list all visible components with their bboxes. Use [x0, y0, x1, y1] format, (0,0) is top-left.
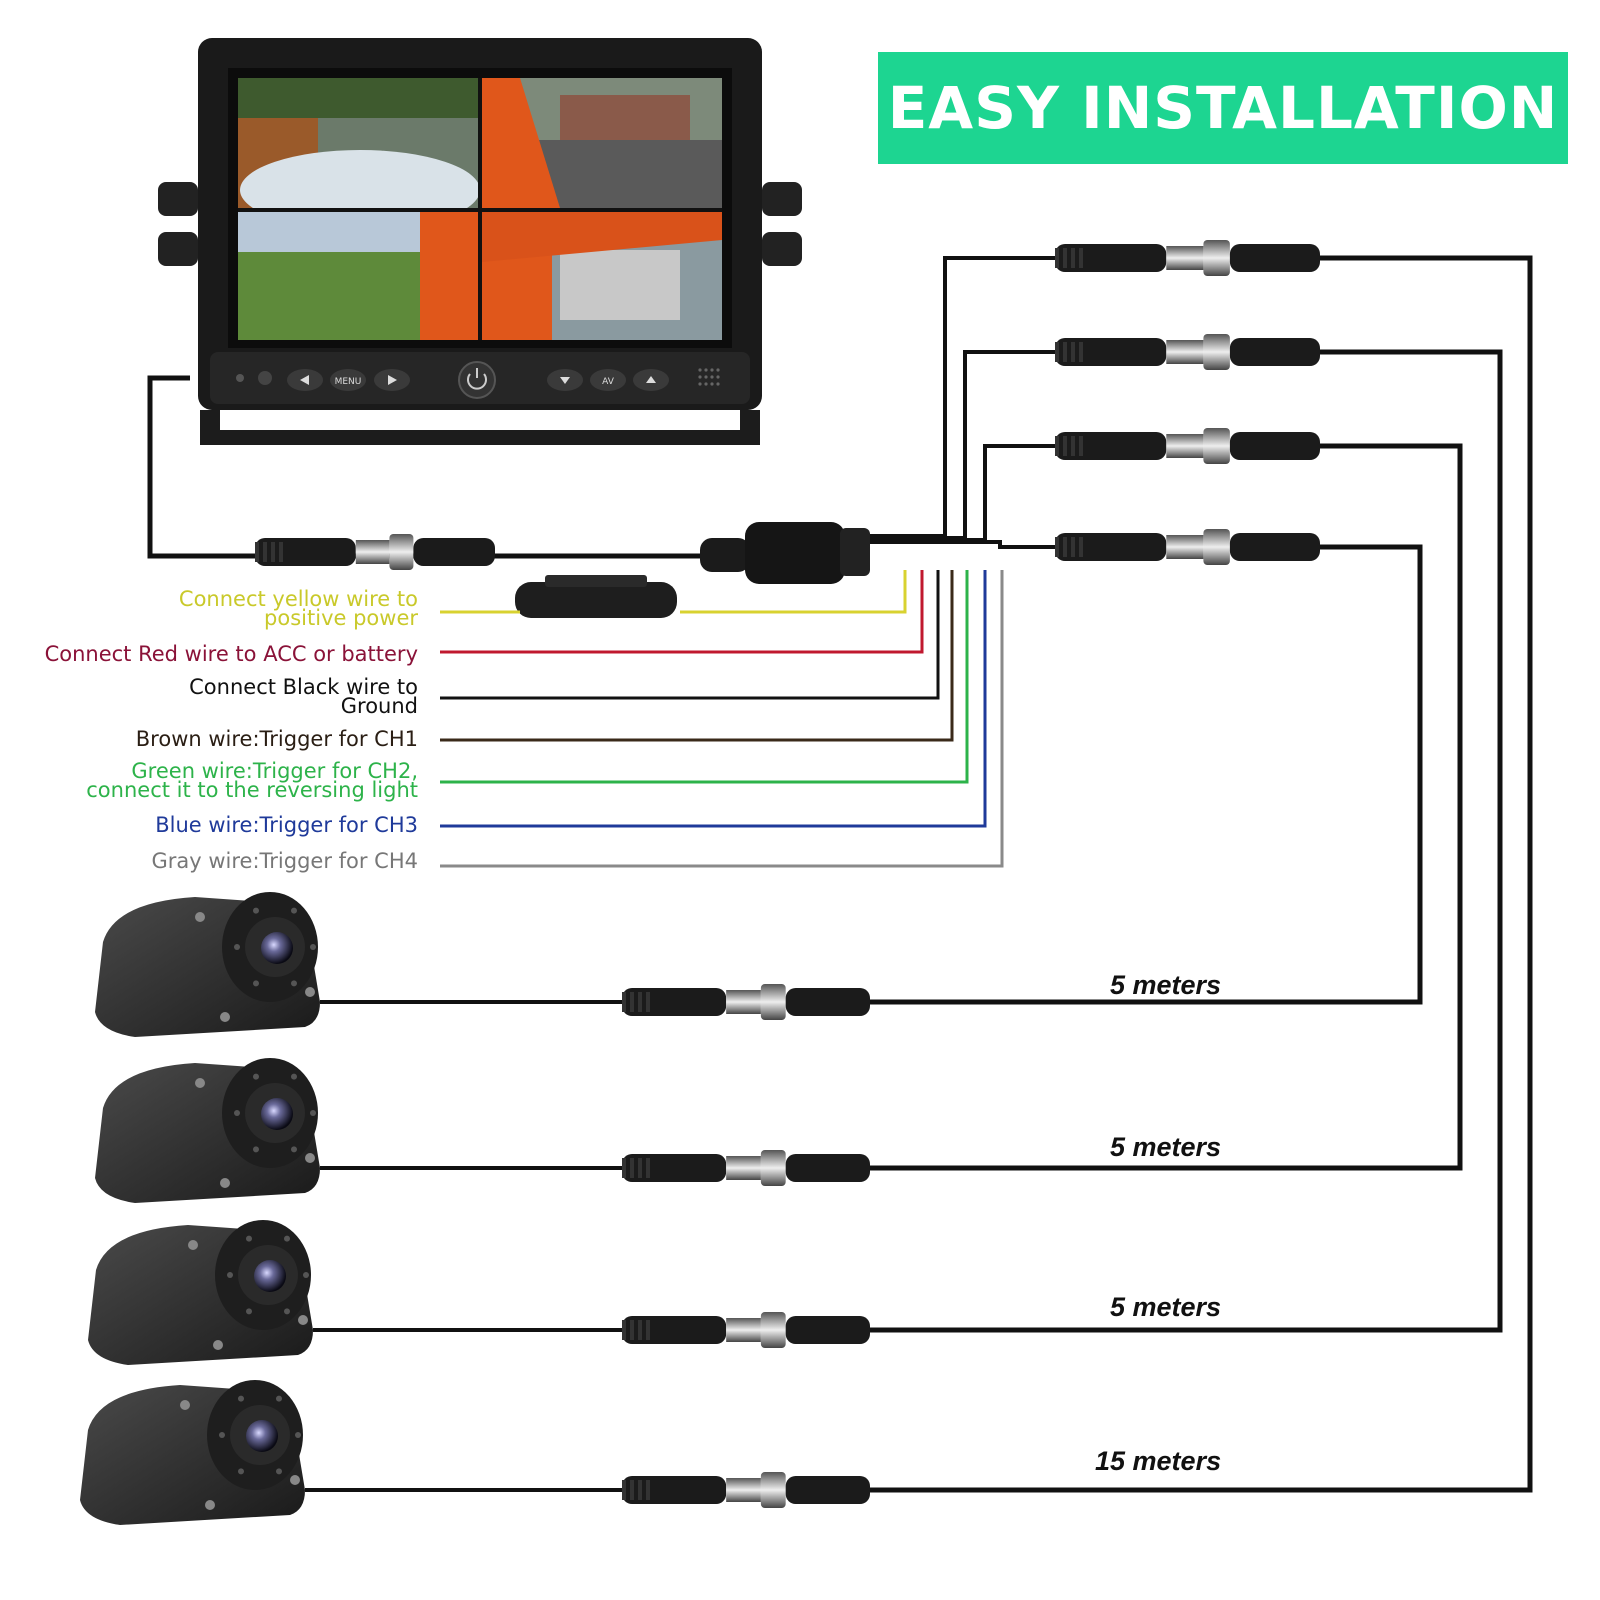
camera-4	[80, 1380, 622, 1525]
right-arrow-icon	[374, 369, 410, 391]
camera-1	[95, 892, 622, 1037]
splitter-box	[700, 522, 870, 584]
wire-label-yellow-line-1: Connect yellow wire to	[178, 587, 418, 611]
left-arrow-icon	[287, 369, 323, 391]
cable-length-ch4: 15 meters	[1095, 1446, 1222, 1476]
channel-line-1	[870, 256, 1055, 538]
power-icon	[458, 361, 496, 399]
wire-label-gray-line-1: Gray wire:Trigger for CH4	[151, 849, 418, 873]
down-arrow-icon	[547, 369, 583, 391]
cable-length-ch1: 5 meters	[1110, 970, 1222, 1000]
wire-1	[440, 570, 924, 654]
channel-connector-1	[1055, 240, 1320, 276]
wire-label-green: Green wire:Trigger for CH2, connect it t…	[86, 759, 418, 802]
wire-label-yellow-line-2: positive power	[264, 606, 418, 630]
extension-wire-3	[870, 443, 1463, 1171]
wire-label-red: Connect Red wire to ACC or battery	[44, 642, 418, 666]
screen-quad-3	[238, 212, 478, 340]
channel-line-4	[870, 540, 1055, 549]
easy-installation-banner: EASY INSTALLATION	[878, 52, 1568, 164]
channel-line-3	[870, 444, 1055, 542]
wire-5	[440, 570, 987, 828]
extension-wire-4	[870, 544, 1423, 1005]
wire-label-green-line-1: Green wire:Trigger for CH2,	[131, 759, 418, 783]
wire-label-brown: Brown wire:Trigger for CH1	[135, 727, 418, 751]
wire-label-black-line-2: Ground	[340, 694, 418, 718]
extension-wire-1	[870, 255, 1533, 1493]
wire-6	[440, 570, 1004, 868]
button-label-menu: MENU	[335, 377, 362, 387]
channel-connector-4	[1055, 529, 1320, 565]
wire-label-yellow: Connect yellow wire to positive power	[178, 587, 418, 630]
wire-2	[440, 570, 940, 700]
wire-label-black-line-1: Connect Black wire to	[189, 675, 418, 699]
button-av: AV	[590, 369, 626, 391]
banner-title: EASY INSTALLATION	[887, 74, 1559, 142]
camera-connector-1	[622, 984, 870, 1020]
monitor	[158, 38, 802, 445]
cable-length-ch3: 5 meters	[1110, 1292, 1222, 1322]
wire-label-red-line-1: Connect Red wire to ACC or battery	[44, 642, 418, 666]
up-arrow-icon	[633, 369, 669, 391]
screen-quad-1	[238, 78, 480, 230]
monitor-connector	[255, 534, 495, 570]
button-label-av: AV	[602, 377, 615, 387]
wire-label-brown-line-1: Brown wire:Trigger for CH1	[135, 727, 418, 751]
button-menu: MENU	[330, 369, 366, 391]
wire-label-blue: Blue wire:Trigger for CH3	[155, 813, 418, 837]
wire-label-black: Connect Black wire to Ground	[189, 675, 418, 718]
wire-yellow-b	[680, 570, 907, 614]
camera-connector-3	[622, 1312, 870, 1348]
channel-connector-2	[1055, 334, 1320, 370]
channel-connector-3	[1055, 428, 1320, 464]
screen-quad-2	[482, 78, 722, 208]
screen-quad-4	[482, 212, 722, 340]
wire-label-green-line-2: connect it to the reversing light	[86, 778, 418, 802]
fuse-holder	[515, 575, 677, 618]
cable-length-ch2: 5 meters	[1110, 1132, 1222, 1162]
camera-2	[95, 1058, 622, 1203]
extension-wire-2	[870, 349, 1503, 1333]
camera-connector-2	[622, 1150, 870, 1186]
wire-label-gray: Gray wire:Trigger for CH4	[151, 849, 418, 873]
wire-label-blue-line-1: Blue wire:Trigger for CH3	[155, 813, 418, 837]
camera-connector-4	[622, 1472, 870, 1508]
camera-3	[88, 1220, 622, 1365]
wire-3	[440, 570, 954, 742]
wire-4	[440, 570, 969, 784]
